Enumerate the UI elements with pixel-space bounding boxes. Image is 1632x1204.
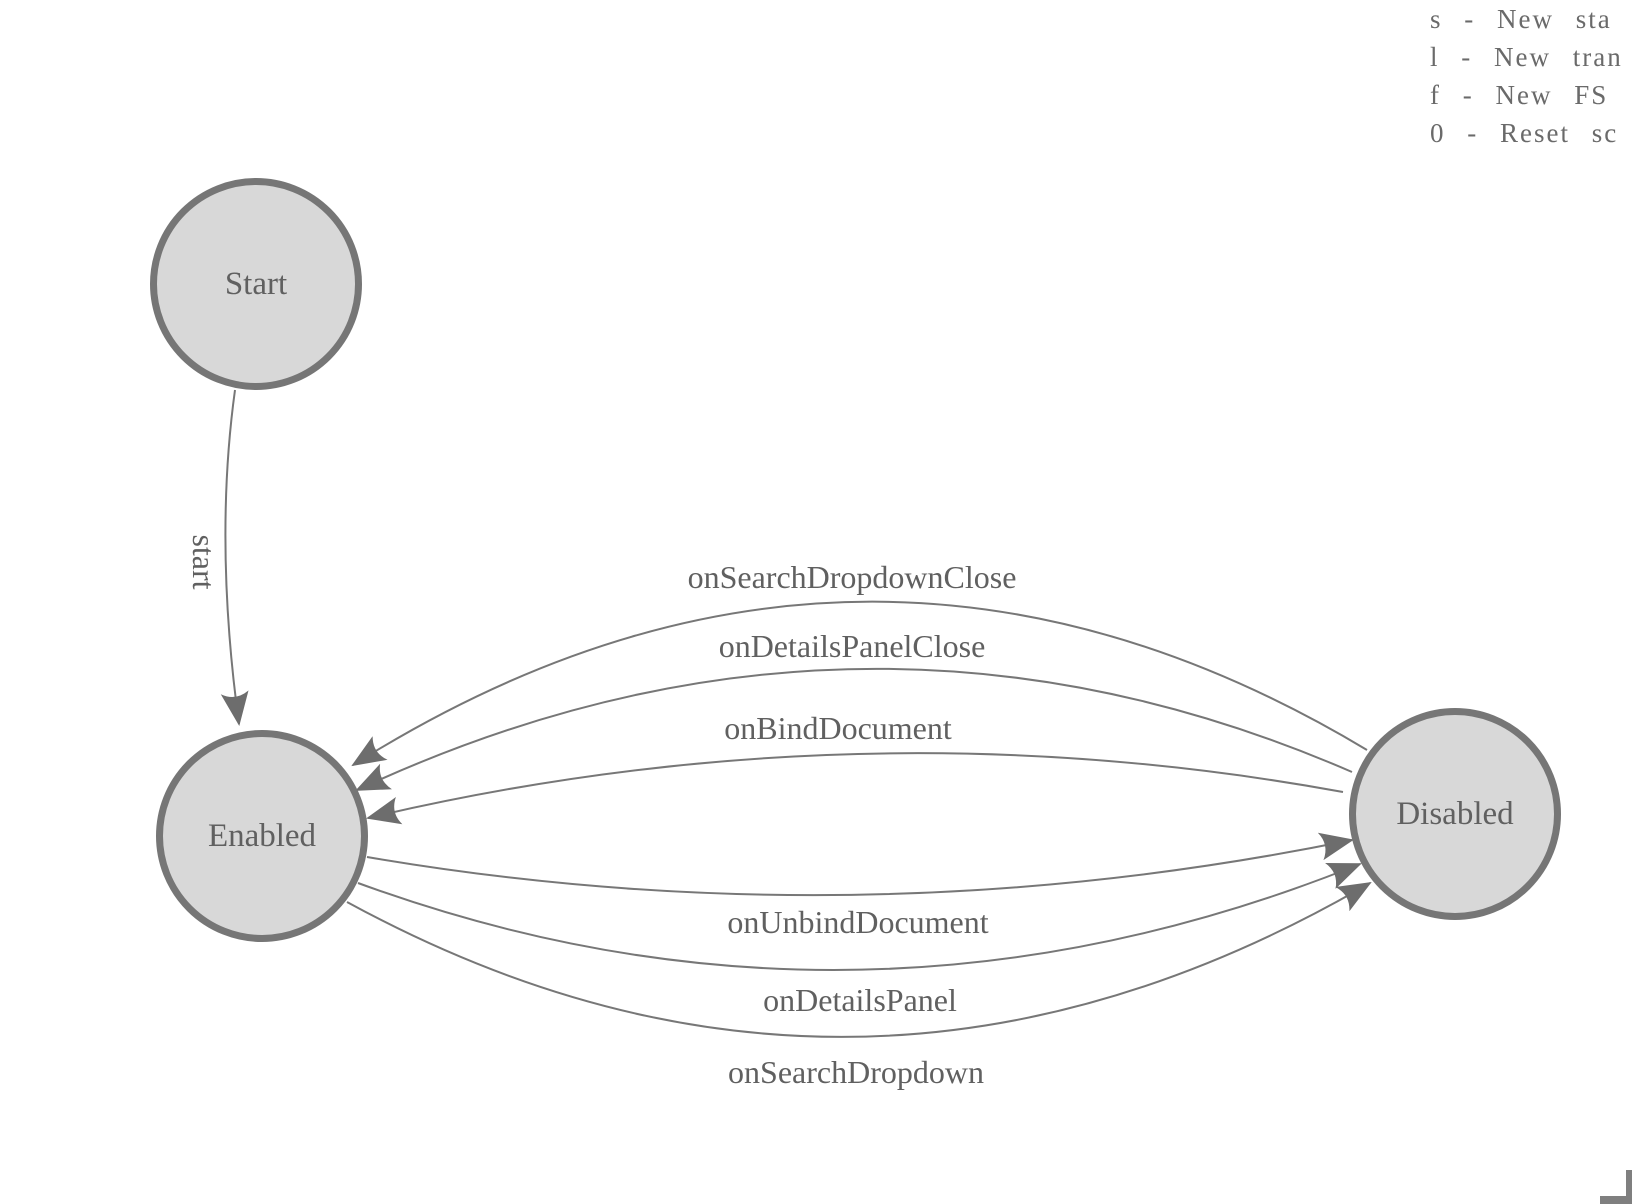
state-label-start: Start (225, 266, 287, 302)
transition-edge-onSearchDropdownClose[interactable] (351, 600, 1368, 767)
transition-label-onDetailsPanelClose[interactable]: onDetailsPanelClose (719, 628, 986, 664)
hotkey-legend: s - New sta l - New tran f - New FS 0 - … (1430, 0, 1623, 152)
state-node-enabled[interactable] (156, 730, 368, 942)
hotkey-legend-line: s - New sta (1430, 4, 1612, 34)
state-label-disabled: Disabled (1396, 796, 1514, 832)
hotkey-legend-line: l - New tran (1430, 42, 1623, 72)
transition-label-onBindDocument[interactable]: onBindDocument (724, 710, 952, 746)
transition-label-onDetailsPanel[interactable]: onDetailsPanel (763, 982, 957, 1018)
state-node-start[interactable] (150, 178, 362, 390)
transition-label-onUnbindDocument[interactable]: onUnbindDocument (727, 904, 988, 940)
state-node-disabled[interactable] (1349, 708, 1561, 920)
transition-edge-onSearchDropdown[interactable] (346, 881, 1372, 1038)
state-label-enabled: Enabled (208, 818, 317, 854)
transition-label-start[interactable]: start (186, 534, 222, 589)
transition-label-onSearchDropdown[interactable]: onSearchDropdown (728, 1054, 984, 1090)
transition-edge-onDetailsPanelClose[interactable] (355, 667, 1353, 791)
transition-edge-onDetailsPanel[interactable] (357, 862, 1362, 971)
hotkey-legend-line: f - New FS (1430, 80, 1609, 110)
transition-edge-onBindDocument[interactable] (366, 752, 1344, 825)
transition-edge-start[interactable] (220, 389, 249, 726)
transition-label-onSearchDropdownClose[interactable]: onSearchDropdownClose (688, 559, 1017, 595)
canvas-frame-corner (1600, 1170, 1632, 1204)
transition-edge-onUnbindDocument[interactable] (366, 832, 1354, 897)
hotkey-legend-line: 0 - Reset sc (1430, 118, 1619, 148)
